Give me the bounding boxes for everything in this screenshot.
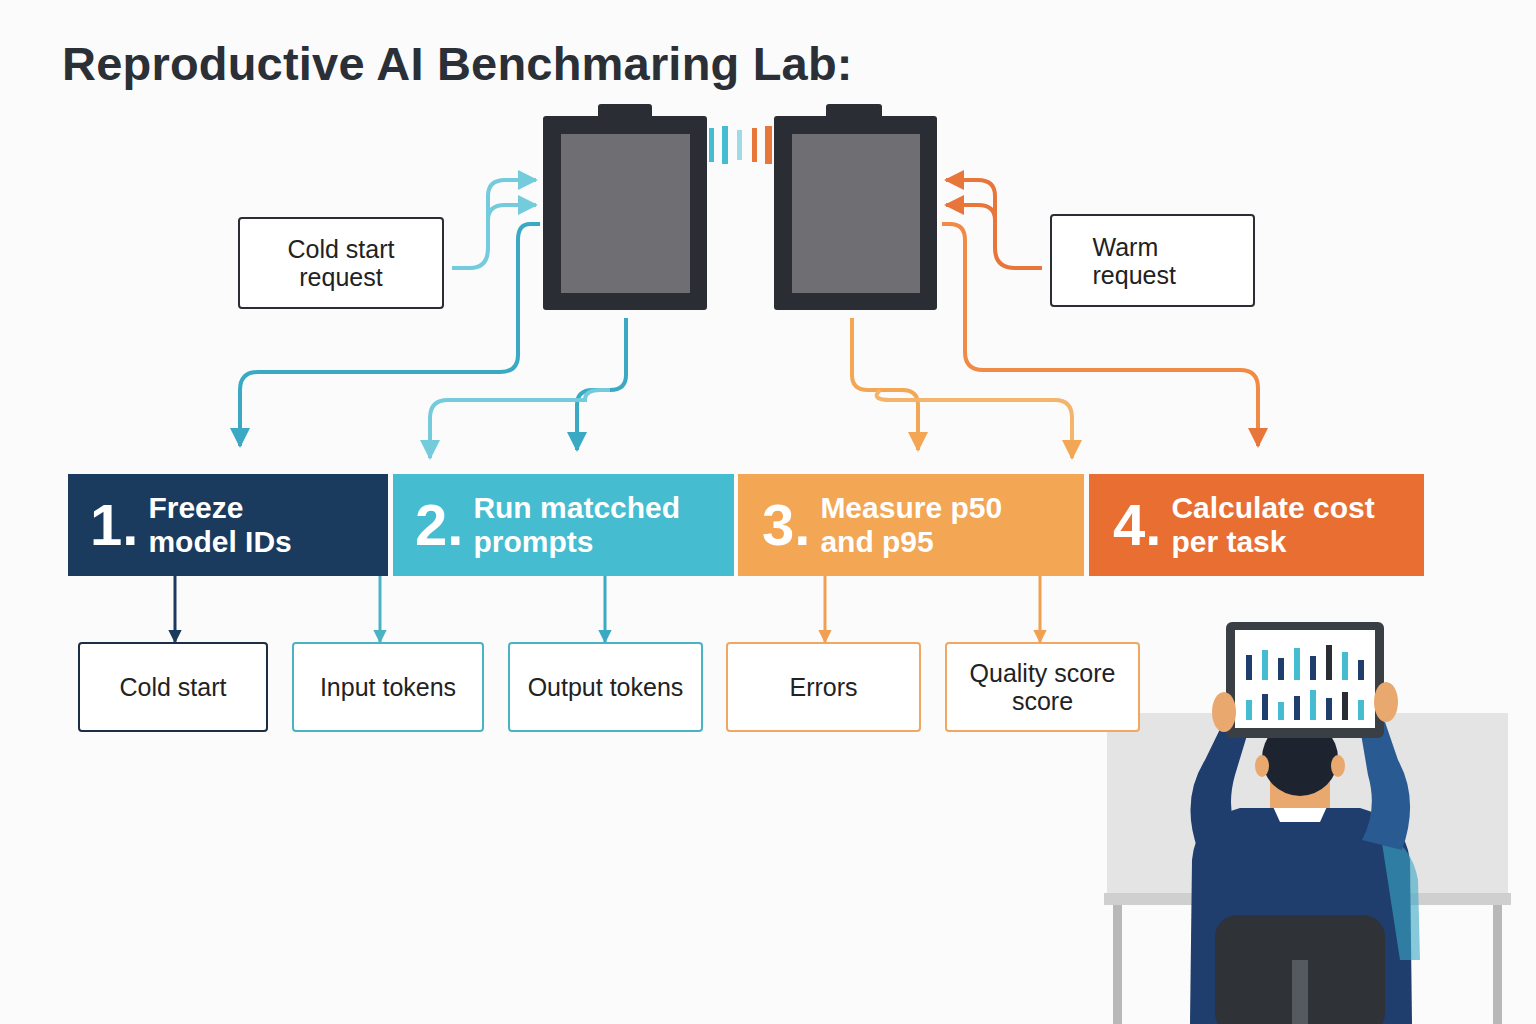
bar <box>1278 658 1284 680</box>
bar <box>1342 652 1348 680</box>
bar <box>1246 700 1252 720</box>
chair-post <box>1292 960 1308 1024</box>
person-arm <box>1190 725 1248 850</box>
bar <box>1294 648 1300 680</box>
node-label: Output tokens <box>528 673 684 701</box>
connector-arrow <box>604 576 607 642</box>
connector-arrow <box>1039 576 1042 642</box>
node-label: Cold start <box>120 673 227 701</box>
link-stripe <box>722 126 728 164</box>
node-label: Run matcched prompts <box>473 491 713 558</box>
step-number: 1. <box>90 493 138 558</box>
step-band: 3.Measure p50 and p95 <box>738 474 1084 576</box>
chair-back <box>1215 915 1385 1024</box>
bar <box>1294 696 1300 720</box>
person-ear <box>1331 755 1345 777</box>
link-stripe <box>752 128 757 162</box>
server-screen <box>792 134 920 293</box>
step-number: 3. <box>762 493 810 558</box>
output-wire <box>430 390 610 458</box>
link-stripe <box>765 126 772 164</box>
step-number: 4. <box>1113 493 1161 558</box>
diagram-title: Reproductive AI Benchmaring Lab: <box>62 36 853 91</box>
request-box: Warm request <box>1050 214 1255 307</box>
node-label: Freeze model IDs <box>148 491 328 558</box>
bar <box>1310 690 1316 720</box>
metric-box: Input tokens <box>292 642 484 732</box>
link-stripe <box>737 130 742 160</box>
step-band: 2.Run matcched prompts <box>393 474 734 576</box>
desk-leg <box>1493 905 1502 1024</box>
connector-arrow <box>174 576 177 642</box>
node-label: Quality score score <box>950 659 1135 715</box>
node-label: Errors <box>789 673 857 701</box>
connector-arrow <box>824 576 827 642</box>
node-label: Measure p50 and p95 <box>820 491 1030 558</box>
step-number: 2. <box>415 493 463 558</box>
step-band: 4.Calculate cost per task <box>1089 474 1424 576</box>
bar <box>1326 698 1332 720</box>
bar <box>1342 692 1348 720</box>
output-wire <box>877 390 1072 458</box>
bar <box>1358 660 1364 680</box>
connector-arrow <box>379 576 382 642</box>
bar <box>1262 650 1268 680</box>
step-band: 1.Freeze model IDs <box>68 474 388 576</box>
bar <box>1326 645 1332 680</box>
tablet-frame <box>1226 622 1384 738</box>
request-box: Cold start request <box>238 217 444 309</box>
server-screen <box>561 134 690 293</box>
request-wire <box>946 205 995 220</box>
output-wire <box>852 318 918 450</box>
desk-leg <box>1113 905 1122 1024</box>
node-label: Cold start request <box>256 235 426 291</box>
bar <box>1358 700 1364 720</box>
metric-box: Output tokens <box>508 642 703 732</box>
person-hand <box>1374 682 1398 722</box>
bar <box>1310 656 1316 680</box>
bar <box>1246 655 1252 680</box>
metric-box: Errors <box>726 642 921 732</box>
output-wire <box>577 318 626 450</box>
request-wire <box>946 180 1042 268</box>
bar <box>1278 702 1284 720</box>
bar <box>1262 694 1268 720</box>
tablet-screen <box>1235 630 1375 728</box>
person-hand <box>1212 692 1236 732</box>
person-arm <box>1360 722 1410 850</box>
node-label: Calculate cost per task <box>1171 491 1396 558</box>
person-ear <box>1255 755 1269 777</box>
metric-box: Cold start <box>78 642 268 732</box>
server-frame <box>774 116 937 310</box>
server-frame <box>543 116 707 310</box>
request-wire <box>488 205 536 220</box>
node-label: Warm request <box>1093 233 1213 289</box>
node-label: Input tokens <box>320 673 456 701</box>
metric-box: Quality score score <box>945 642 1140 732</box>
tablet-bars <box>1246 645 1364 720</box>
link-stripe <box>709 128 714 162</box>
